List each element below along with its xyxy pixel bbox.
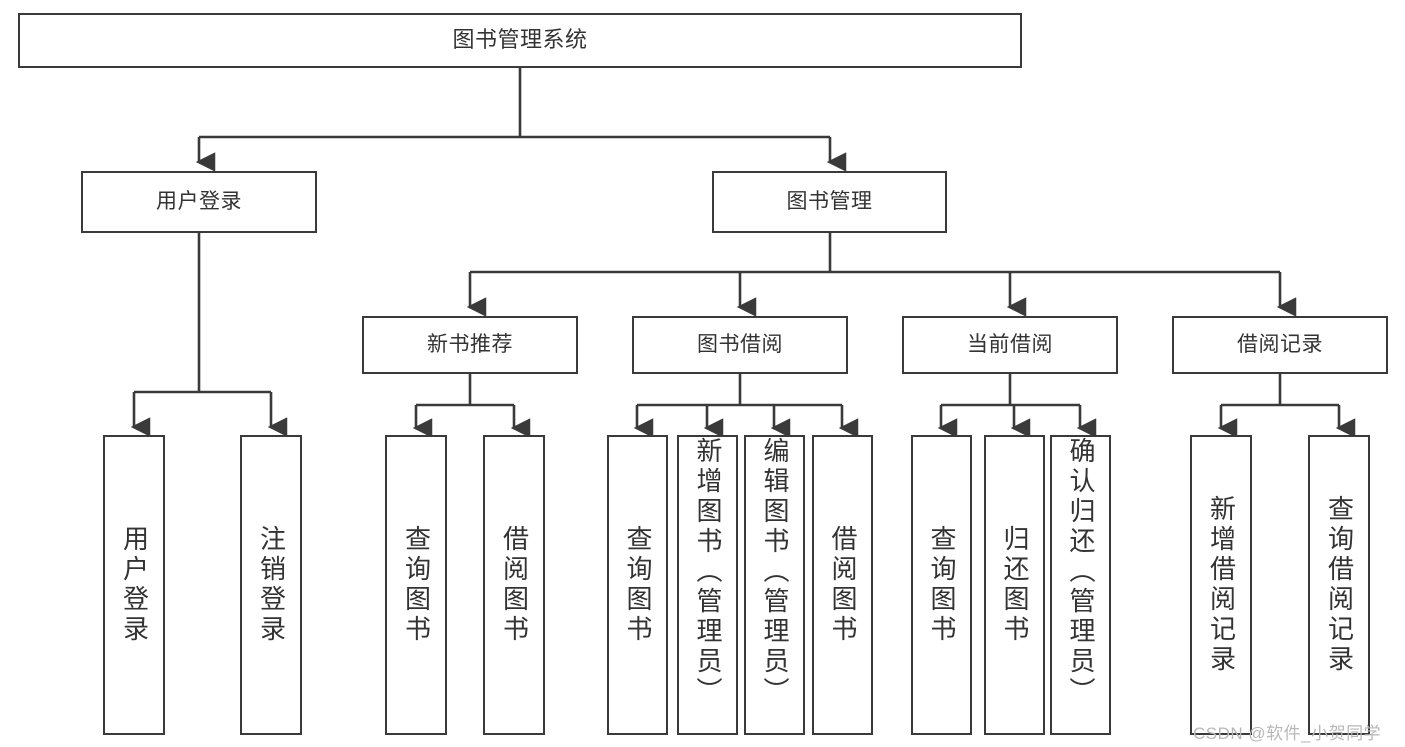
node-leaf-add-borrow-record[interactable]: 新增借阅记录 [1190, 435, 1252, 735]
node-leaf-query-book-2-label: 查询图书 [623, 525, 654, 645]
node-leaf-borrow-book-1-label: 借阅图书 [499, 525, 530, 645]
node-book-management-label: 图书管理 [786, 190, 873, 214]
node-root-label: 图书管理系统 [452, 27, 588, 53]
node-book-borrow[interactable]: 图书借阅 [632, 316, 848, 374]
node-leaf-add-borrow-record-label: 新增借阅记录 [1206, 495, 1237, 675]
node-leaf-add-book-admin-label: 新增图书（管理员） [693, 437, 724, 707]
node-leaf-query-book-2[interactable]: 查询图书 [607, 435, 668, 735]
node-leaf-logout-label: 注销登录 [256, 525, 287, 645]
node-leaf-add-book-admin[interactable]: 新增图书（管理员） [677, 435, 738, 735]
node-leaf-borrow-book-1[interactable]: 借阅图书 [483, 435, 545, 735]
node-user-login-label: 用户登录 [156, 190, 242, 214]
node-book-borrow-label: 图书借阅 [697, 333, 783, 357]
node-leaf-query-borrow-record-label: 查询借阅记录 [1324, 495, 1355, 675]
node-leaf-borrow-book-2[interactable]: 借阅图书 [812, 435, 873, 735]
node-user-login[interactable]: 用户登录 [81, 171, 317, 233]
node-borrow-records[interactable]: 借阅记录 [1172, 316, 1388, 374]
node-leaf-return-book-label: 归还图书 [1000, 525, 1031, 645]
node-leaf-query-book-1-label: 查询图书 [401, 525, 432, 645]
node-leaf-edit-book-admin-label: 编辑图书（管理员） [760, 437, 791, 707]
node-leaf-borrow-book-2-label: 借阅图书 [828, 525, 859, 645]
node-leaf-edit-book-admin[interactable]: 编辑图书（管理员） [744, 435, 805, 735]
node-root[interactable]: 图书管理系统 [18, 13, 1022, 68]
node-current-borrow-label: 当前借阅 [967, 333, 1053, 357]
node-leaf-confirm-return-admin[interactable]: 确认归还（管理员） [1050, 435, 1111, 735]
node-leaf-confirm-return-admin-label: 确认归还（管理员） [1066, 437, 1097, 707]
node-borrow-records-label: 借阅记录 [1237, 333, 1323, 357]
node-leaf-query-book-3[interactable]: 查询图书 [911, 435, 972, 735]
node-leaf-query-book-1[interactable]: 查询图书 [385, 435, 447, 735]
node-leaf-user-login-label: 用户登录 [119, 525, 150, 645]
node-leaf-return-book[interactable]: 归还图书 [984, 435, 1045, 735]
node-leaf-query-borrow-record[interactable]: 查询借阅记录 [1308, 435, 1370, 735]
node-leaf-user-login[interactable]: 用户登录 [103, 435, 165, 735]
node-new-book-recommend[interactable]: 新书推荐 [362, 316, 578, 374]
node-current-borrow[interactable]: 当前借阅 [902, 316, 1118, 374]
node-book-management[interactable]: 图书管理 [712, 171, 947, 233]
node-leaf-query-book-3-label: 查询图书 [927, 525, 958, 645]
node-new-book-recommend-label: 新书推荐 [427, 333, 513, 357]
node-leaf-logout[interactable]: 注销登录 [240, 435, 302, 735]
